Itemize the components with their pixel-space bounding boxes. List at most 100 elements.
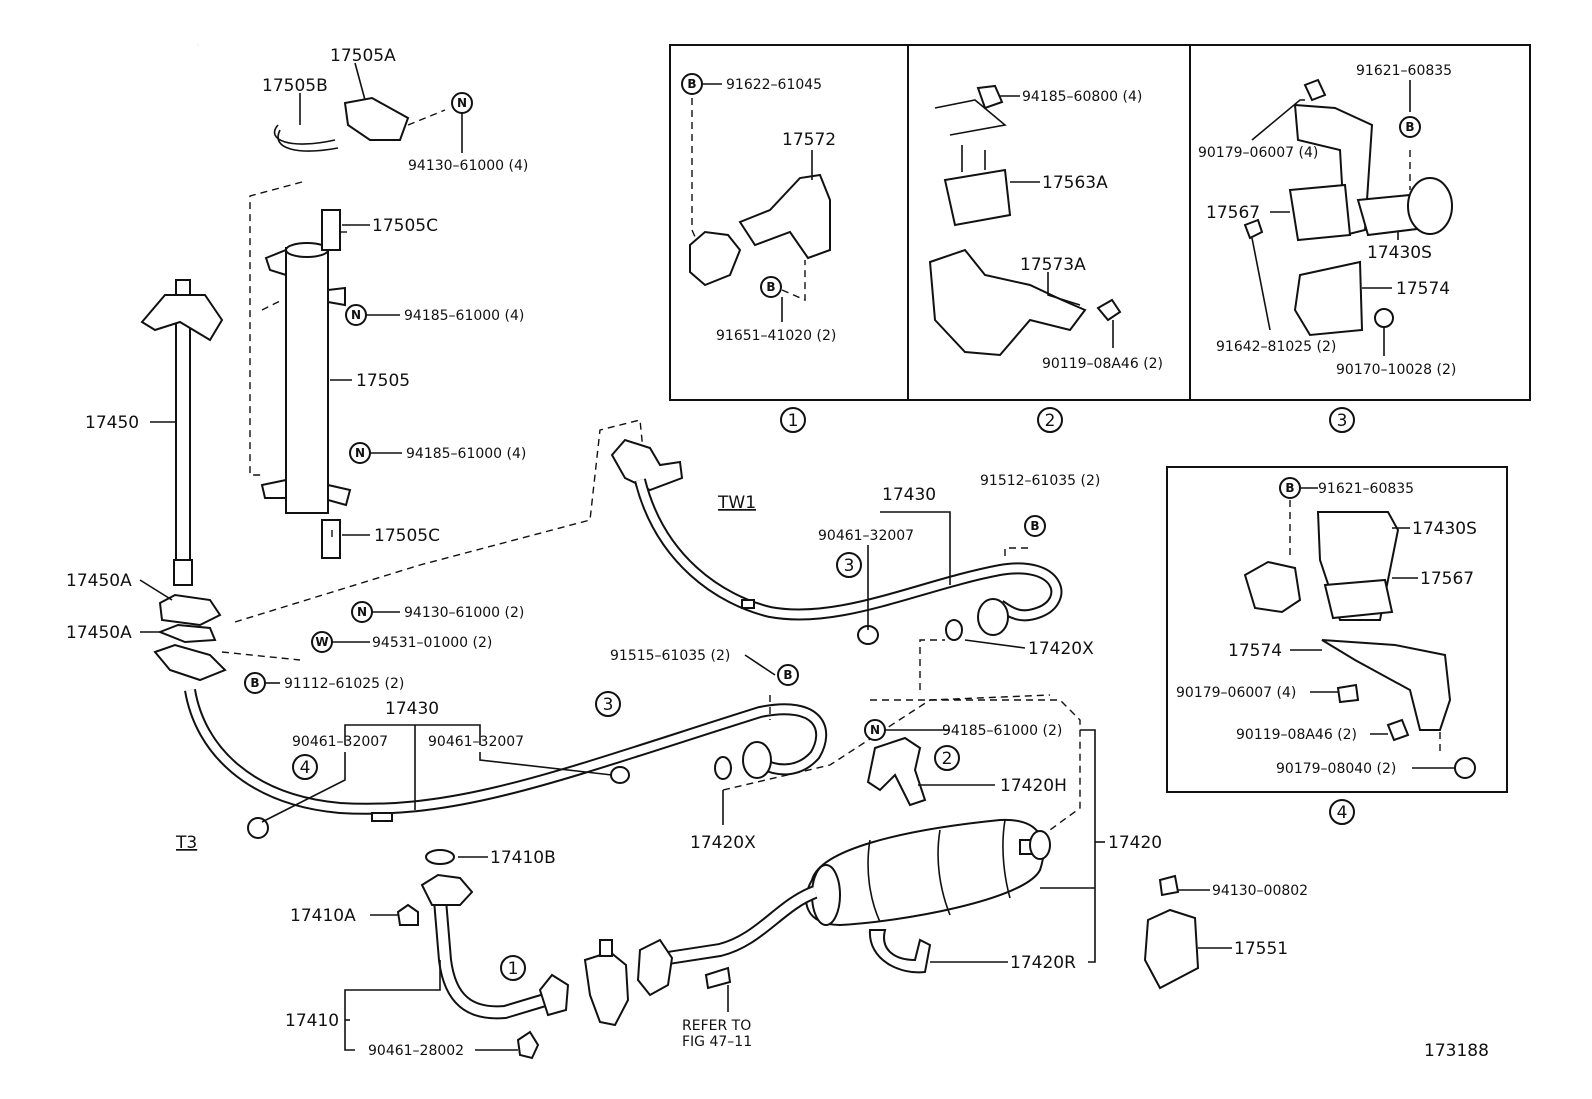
label-17505C-bottom: 17505C: [374, 526, 440, 546]
label-94130-61000-4: 94130–61000 (4): [408, 158, 528, 174]
label-box2-17573A: 17573A: [1020, 255, 1086, 275]
label-box4-90179-06007-4: 90179–06007 (4): [1176, 685, 1296, 701]
marker-2-box: 2: [1037, 407, 1063, 433]
svg-text:1: 1: [788, 411, 799, 431]
label-94130-00802: 94130–00802: [1212, 883, 1308, 899]
label-17551: 17551: [1234, 939, 1288, 959]
svg-text:B: B: [250, 676, 259, 690]
svg-text:N: N: [351, 308, 361, 322]
marker-1-front-pipe: 1: [500, 955, 526, 981]
detail-box-4: [1166, 466, 1508, 793]
svg-text:N: N: [870, 723, 880, 737]
svg-text:4: 4: [300, 758, 311, 778]
label-17505C-top: 17505C: [372, 216, 438, 236]
label-17420X-b: 17420X: [690, 833, 756, 853]
label-17430-rear: 17430: [882, 485, 936, 505]
svg-text:B: B: [766, 280, 775, 294]
symbol-b-box1-91651-41020: B: [760, 276, 782, 298]
label-box2-90119-08A46-2: 90119–08A46 (2): [1042, 356, 1163, 372]
front-pipe-17410-drawing: [396, 849, 630, 1060]
label-91512-61035-2: 91512–61035 (2): [980, 473, 1100, 489]
symbol-w-94531-01000-2: W: [311, 631, 333, 653]
label-box4-17430S: 17430S: [1412, 519, 1477, 539]
svg-text:B: B: [1285, 481, 1294, 495]
label-90461-32007-a: 90461–32007: [292, 734, 388, 750]
svg-text:N: N: [357, 605, 367, 619]
marker-3-box: 3: [1329, 407, 1355, 433]
label-box1-91651-41020-2: 91651–41020 (2): [716, 328, 836, 344]
label-box4-90179-08040-2: 90179–08040 (2): [1276, 761, 1396, 777]
label-90461-32007-b: 90461–32007: [428, 734, 524, 750]
label-17420H: 17420H: [1000, 776, 1067, 796]
label-17450A-1: 17450A: [66, 571, 132, 591]
tail-pipe-17450-drawing: [140, 39, 227, 682]
svg-text:4: 4: [1337, 803, 1348, 823]
label-box4-17567: 17567: [1420, 569, 1474, 589]
label-box3-17430S: 17430S: [1367, 243, 1432, 263]
label-box4-91621-60835: 91621–60835: [1318, 481, 1414, 497]
label-17420: 17420: [1108, 833, 1162, 853]
svg-text:B: B: [1405, 120, 1414, 134]
marker-4-front-pipe: 4: [292, 754, 318, 780]
label-17450: 17450: [85, 413, 139, 433]
label-box2-17563A: 17563A: [1042, 173, 1108, 193]
label-91112-61025-2: 91112–61025 (2): [284, 676, 404, 692]
label-T3: T3: [175, 833, 197, 853]
symbol-b-box3-91621-60835: B: [1399, 116, 1421, 138]
label-box1-91622-61045: 91622–61045: [726, 77, 822, 93]
label-box3-90170-10028-2: 90170–10028 (2): [1336, 362, 1456, 378]
svg-text:2: 2: [942, 749, 953, 769]
svg-text:3: 3: [603, 695, 614, 715]
label-refer-line1: REFER TO: [682, 1018, 751, 1034]
label-17450A-2: 17450A: [66, 623, 132, 643]
detail-2-drawing: [928, 84, 1122, 357]
label-TW1: TW1: [717, 493, 756, 513]
marker-2-muffler-hanger: 2: [934, 745, 960, 771]
label-box1-17572: 17572: [782, 130, 836, 150]
label-94185-61000-2: 94185–61000 (2): [942, 723, 1062, 739]
label-box3-91642-81025-2: 91642–81025 (2): [1216, 339, 1336, 355]
svg-text:B: B: [687, 77, 696, 91]
label-17410: 17410: [285, 1011, 339, 1031]
rear-pipe-17430-drawing: [610, 438, 1063, 645]
detail-3-drawing: [1243, 78, 1453, 337]
label-94185-61000-4a: 94185–61000 (4): [404, 308, 524, 324]
symbol-n-94185-61000-4a: N: [345, 304, 367, 326]
figure-number: 173188: [1424, 1041, 1489, 1061]
label-17505A: 17505A: [330, 46, 396, 66]
detail-box-1-2-3: [669, 44, 1531, 401]
label-94130-61000-2: 94130–61000 (2): [404, 605, 524, 621]
label-box3-17567: 17567: [1206, 203, 1260, 223]
label-17420X-a: 17420X: [1028, 639, 1094, 659]
label-17410A: 17410A: [290, 906, 356, 926]
muffler-dashed-guides: [870, 699, 1081, 831]
svg-text:W: W: [315, 635, 328, 649]
leader-lines: [139, 62, 1455, 1051]
svg-text:N: N: [457, 96, 467, 110]
label-refer-line2: FIG 47–11: [682, 1034, 752, 1050]
svg-text:B: B: [1030, 519, 1039, 533]
symbol-n-94185-61000-2: N: [864, 719, 886, 741]
hanger-17505-drawing: [260, 96, 410, 559]
svg-text:1: 1: [508, 959, 519, 979]
label-90461-28002: 90461–28002: [368, 1043, 464, 1059]
svg-text:3: 3: [1337, 411, 1348, 431]
label-box2-94185-60800-4: 94185–60800 (4): [1022, 89, 1142, 105]
symbol-b-91112-61025-2: B: [244, 672, 266, 694]
label-94531-01000-2: 94531–01000 (2): [372, 635, 492, 651]
label-17505: 17505: [356, 371, 410, 391]
marker-4-box: 4: [1329, 799, 1355, 825]
symbol-b-91515-61035-2: B: [777, 664, 799, 686]
symbol-b-91512-61035-2: B: [1024, 515, 1046, 537]
hanger-dashed-guides: [221, 109, 646, 661]
label-box4-90119-08A46-2: 90119–08A46 (2): [1236, 727, 1357, 743]
part-17551-drawing: [1143, 874, 1200, 990]
label-91515-61035-2: 91515–61035 (2): [610, 648, 730, 664]
label-box3-91621-60835: 91621–60835: [1356, 63, 1452, 79]
svg-text:B: B: [783, 668, 792, 682]
muffler-assembly-drawing: [636, 736, 1051, 997]
symbol-n-94185-61000-4b: N: [349, 442, 371, 464]
symbol-b-box1-91622-61045: B: [681, 73, 703, 95]
label-17420R: 17420R: [1010, 953, 1076, 973]
